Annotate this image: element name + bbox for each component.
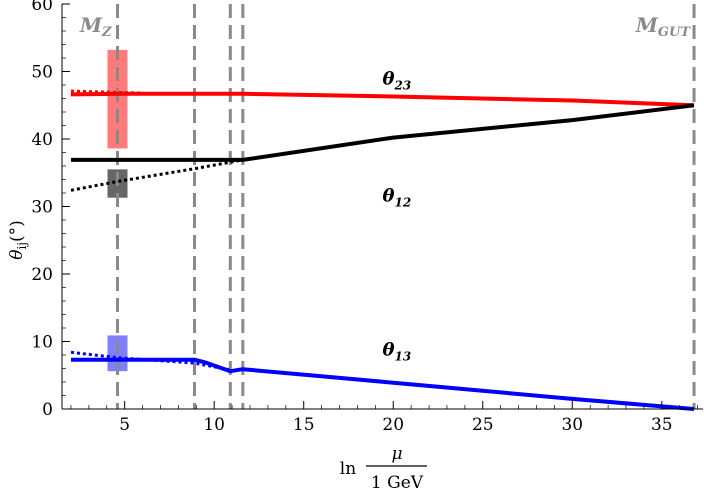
x-axis-label-denominator: 1 GeV: [371, 473, 424, 493]
series-line-dotted-5: [70, 350, 231, 372]
y-axis-label: θij(°): [7, 220, 29, 260]
x-tick-label-0: 5: [119, 415, 130, 435]
x-tick-label-4: 25: [472, 415, 494, 435]
x-tick-label-5: 30: [561, 415, 583, 435]
x-tick-label-1: 10: [203, 415, 225, 435]
series-label-23: θ23: [382, 68, 411, 92]
labels-layer: θ23 θ12 θ13 MZ MGUT: [79, 13, 691, 364]
x-axis-label-prefix: ln: [340, 459, 356, 479]
series-line-dotted-3: [70, 158, 244, 192]
series-label-13: θ13: [382, 340, 411, 364]
x-tick-label-2: 15: [293, 415, 315, 435]
x-axis-label: ln μ 1 GeV: [340, 444, 427, 493]
scale-label-z: MZ: [79, 13, 112, 40]
series-line-4: [71, 357, 695, 411]
y-tick-label-4: 40: [31, 130, 53, 150]
y-tick-label-1: 10: [31, 333, 53, 353]
x-axis-label-numerator: μ: [391, 444, 402, 464]
series-line-2: [71, 103, 695, 162]
x-tick-label-6: 35: [651, 415, 673, 435]
scale-label-gut: MGUT: [635, 13, 692, 40]
y-tick-label-0: 0: [42, 400, 53, 420]
y-tick-label-2: 20: [31, 265, 53, 285]
y-tick-label-3: 30: [31, 198, 53, 218]
series-label-12: θ12: [382, 186, 411, 210]
ticks-layer: 5 10 15 20 25 30 35 0 10 20 30 40 50 60: [31, 0, 698, 435]
series-layer: [70, 89, 695, 411]
scale-lines-layer: [116, 4, 696, 409]
y-tick-label-6: 60: [31, 0, 53, 15]
x-tick-label-3: 20: [382, 415, 404, 435]
series-line-0: [70, 91, 695, 108]
y-tick-label-5: 50: [31, 63, 53, 83]
